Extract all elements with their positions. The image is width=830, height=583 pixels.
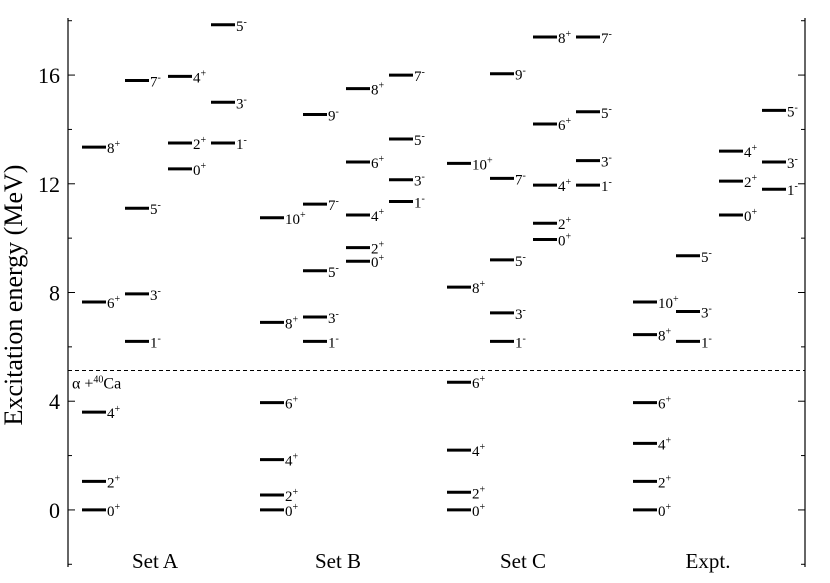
energy-level-label: 5-: [236, 17, 247, 35]
energy-level-label: 5-: [515, 252, 526, 270]
energy-level-label: 0+: [193, 161, 207, 179]
energy-level-label: 5-: [328, 263, 339, 281]
energy-level-label: 1-: [787, 181, 798, 199]
energy-levels: 0+2+4+6+8+1-3-5-7-0+2+4+1-3-5-0+2+4+6+8+…: [82, 17, 798, 520]
y-tick-label: 0: [49, 498, 60, 523]
energy-level-label: 10+: [285, 210, 306, 228]
energy-level-label: 4+: [472, 442, 486, 460]
energy-level-label: 8+: [285, 314, 299, 332]
energy-level-label: 6+: [558, 116, 572, 134]
energy-level-label: 1-: [414, 193, 425, 211]
energy-level-label: 3-: [150, 286, 161, 304]
energy-level-label: 0+: [285, 502, 299, 520]
x-axis: Set A Set B Set C Expt.: [132, 549, 731, 573]
energy-level-label: 3-: [601, 153, 612, 171]
energy-level-label: 0+: [658, 502, 672, 520]
energy-level-label: 4+: [285, 452, 299, 470]
y-axis-title: Excitation energy (MeV): [0, 165, 28, 426]
energy-level-label: 1-: [701, 333, 712, 351]
energy-level-label: 8+: [107, 139, 121, 157]
energy-level-label: 1-: [328, 333, 339, 351]
energy-level-label: 5-: [601, 104, 612, 122]
energy-level-label: 10+: [472, 155, 493, 173]
energy-level-label: 2+: [285, 487, 299, 505]
energy-level-label: 4+: [558, 177, 572, 195]
energy-level-label: 2+: [744, 173, 758, 191]
y-axis: 0 4 8 12 16: [38, 20, 805, 565]
y-tick-label: 8: [49, 281, 60, 306]
energy-level-label: 6+: [472, 374, 486, 392]
energy-level-label: 6+: [285, 395, 299, 413]
x-category-label: Expt.: [686, 549, 731, 573]
energy-level-label: 0+: [558, 232, 572, 250]
energy-level-label: 0+: [107, 502, 121, 520]
energy-level-label: 7-: [328, 196, 339, 214]
energy-level-label: 1-: [150, 333, 161, 351]
energy-level-label: 1-: [601, 177, 612, 195]
energy-level-label: 2+: [472, 484, 486, 502]
energy-level-label: 0+: [472, 502, 486, 520]
y-tick-label: 16: [38, 63, 60, 88]
energy-level-label: 4+: [744, 143, 758, 161]
energy-level-label: 8+: [472, 279, 486, 297]
energy-level-label: 3-: [328, 309, 339, 327]
energy-level-label: 1-: [515, 333, 526, 351]
energy-level-label: 7-: [601, 29, 612, 47]
y-tick-label: 12: [38, 172, 60, 197]
energy-level-label: 7-: [414, 67, 425, 85]
energy-level-label: 5-: [414, 131, 425, 149]
energy-level-label: 4+: [658, 435, 672, 453]
energy-level-label: 0+: [744, 207, 758, 225]
energy-level-label: 3-: [414, 172, 425, 190]
energy-level-label: 2+: [193, 135, 207, 153]
energy-level-label: 5-: [787, 102, 798, 120]
energy-level-label: 3-: [787, 154, 798, 172]
energy-level-label: 2+: [558, 215, 572, 233]
energy-level-label: 10+: [658, 294, 679, 312]
alpha-threshold: α +40Ca: [68, 370, 805, 393]
energy-level-label: 5-: [701, 248, 712, 266]
energy-level-label: 1-: [236, 135, 247, 153]
plot-frame: [67, 18, 806, 567]
threshold-label: α +40Ca: [72, 375, 121, 393]
y-tick-label: 4: [49, 389, 60, 414]
energy-level-label: 9-: [515, 66, 526, 84]
energy-level-label: 2+: [658, 473, 672, 491]
energy-level-label: 4+: [371, 207, 385, 225]
energy-level-label: 4+: [107, 404, 121, 422]
energy-level-label: 8+: [371, 81, 385, 99]
energy-level-label: 6+: [107, 294, 121, 312]
energy-level-label: 4+: [193, 68, 207, 86]
energy-level-label: 2+: [107, 473, 121, 491]
energy-level-label: 3-: [236, 94, 247, 112]
x-category-label: Set B: [315, 549, 361, 573]
energy-level-label: 3-: [515, 305, 526, 323]
energy-level-label: 2+: [371, 240, 385, 258]
energy-level-label: 8+: [558, 29, 572, 47]
energy-level-label: 7-: [150, 73, 161, 91]
x-category-label: Set A: [132, 549, 179, 573]
energy-level-label: 6+: [658, 395, 672, 413]
energy-level-label: 3-: [701, 304, 712, 322]
energy-level-label: 5-: [150, 200, 161, 218]
energy-level-label: 6+: [371, 154, 385, 172]
energy-level-label: 0+: [371, 253, 385, 271]
energy-level-label: 9-: [328, 106, 339, 124]
energy-level-label: 7-: [515, 170, 526, 188]
x-category-label: Set C: [500, 549, 546, 573]
energy-level-label: 8+: [658, 327, 672, 345]
